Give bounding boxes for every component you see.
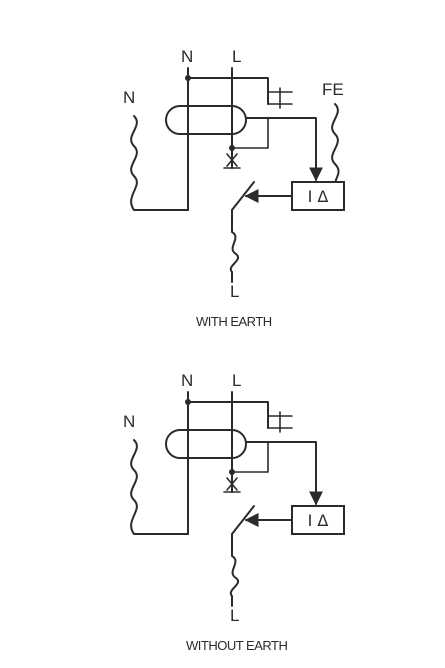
caption: WITH EARTH xyxy=(196,314,272,329)
relay-label: I Δ xyxy=(308,187,329,206)
functional-earth-wire xyxy=(331,103,340,185)
sense-winding-wire xyxy=(245,117,323,182)
neutral-side-label: N xyxy=(123,88,135,107)
live-top-label: L xyxy=(232,47,241,66)
test-circuit-wire xyxy=(231,117,269,149)
switch-blade xyxy=(231,505,255,535)
junction-dot xyxy=(185,75,191,81)
neutral-load-wire xyxy=(130,115,189,211)
neutral-load-wire xyxy=(130,439,189,535)
live-load-wire xyxy=(229,209,239,283)
junction-dot xyxy=(185,399,191,405)
switch-blade xyxy=(231,181,255,211)
contact-cross xyxy=(223,477,241,493)
live-bottom-label: L xyxy=(230,282,239,301)
live-top-label: L xyxy=(232,371,241,390)
contact-cross xyxy=(223,153,241,169)
diagram-with-earth: N L N FE I Δ L WITH EARTH xyxy=(123,47,345,329)
neutral-conductor xyxy=(187,391,269,535)
functional-earth-label: FE xyxy=(322,80,344,99)
live-load-wire xyxy=(229,533,239,607)
neutral-conductor xyxy=(187,67,269,211)
caption: WITHOUT EARTH xyxy=(186,638,287,653)
neutral-top-label: N xyxy=(181,371,193,390)
test-circuit-wire xyxy=(231,441,269,473)
current-transformer-core xyxy=(165,105,247,135)
current-transformer-core xyxy=(165,429,247,459)
relay-label: I Δ xyxy=(308,511,329,530)
test-button-symbol xyxy=(267,87,293,109)
diagram-without-earth: N L N I Δ L WITHOUT EARTH xyxy=(123,371,345,653)
live-bottom-label: L xyxy=(230,606,239,625)
neutral-side-label: N xyxy=(123,412,135,431)
neutral-top-label: N xyxy=(181,47,193,66)
relay-box xyxy=(291,181,345,211)
sense-winding-wire xyxy=(245,441,323,506)
test-button-symbol xyxy=(267,411,293,433)
